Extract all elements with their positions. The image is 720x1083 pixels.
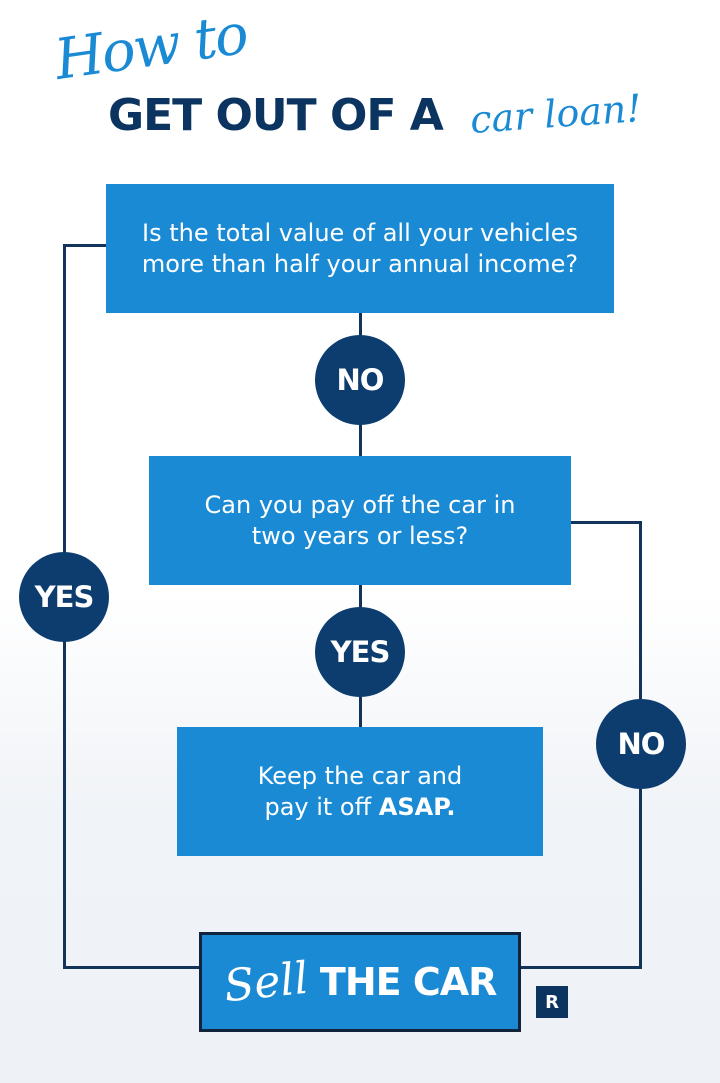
title-car-loan: car loan! xyxy=(468,86,643,142)
question-2-box: Can you pay off the car in two years or … xyxy=(149,456,571,585)
brand-logo-icon: R xyxy=(536,986,568,1018)
outcome-sell-bold: THE CAR xyxy=(319,960,497,1004)
question-2-line-2: two years or less? xyxy=(251,521,469,550)
q1-yes-badge: YES xyxy=(19,552,109,642)
outcome-sell-box: Sell THE CAR xyxy=(199,932,521,1032)
q2-yes-badge: YES xyxy=(315,607,405,697)
outcome-keep-box: Keep the car and pay it off ASAP. xyxy=(177,727,543,856)
outcome-keep-line-2: pay it off xyxy=(264,792,379,821)
question-1-line-1: Is the total value of all your vehicles xyxy=(142,218,578,247)
outcome-sell-script: Sell xyxy=(221,952,311,1012)
title-main: GET OUT OF A xyxy=(108,90,444,141)
connector-bottom-left-horizontal xyxy=(63,966,200,969)
connector-bottom-right-horizontal xyxy=(520,966,642,969)
connector-q2-right-horizontal xyxy=(571,521,642,524)
q1-no-badge: NO xyxy=(315,335,405,425)
question-1-box: Is the total value of all your vehicles … xyxy=(106,184,614,313)
question-1-line-2: more than half your annual income? xyxy=(141,249,579,278)
connector-q1-left-horizontal xyxy=(63,244,107,247)
q2-no-badge: NO xyxy=(596,699,686,789)
title-how-to: How to xyxy=(50,1,251,94)
outcome-keep-line-1: Keep the car and xyxy=(257,761,463,790)
outcome-keep-asap: ASAP. xyxy=(378,792,456,821)
question-2-line-1: Can you pay off the car in xyxy=(204,490,516,519)
